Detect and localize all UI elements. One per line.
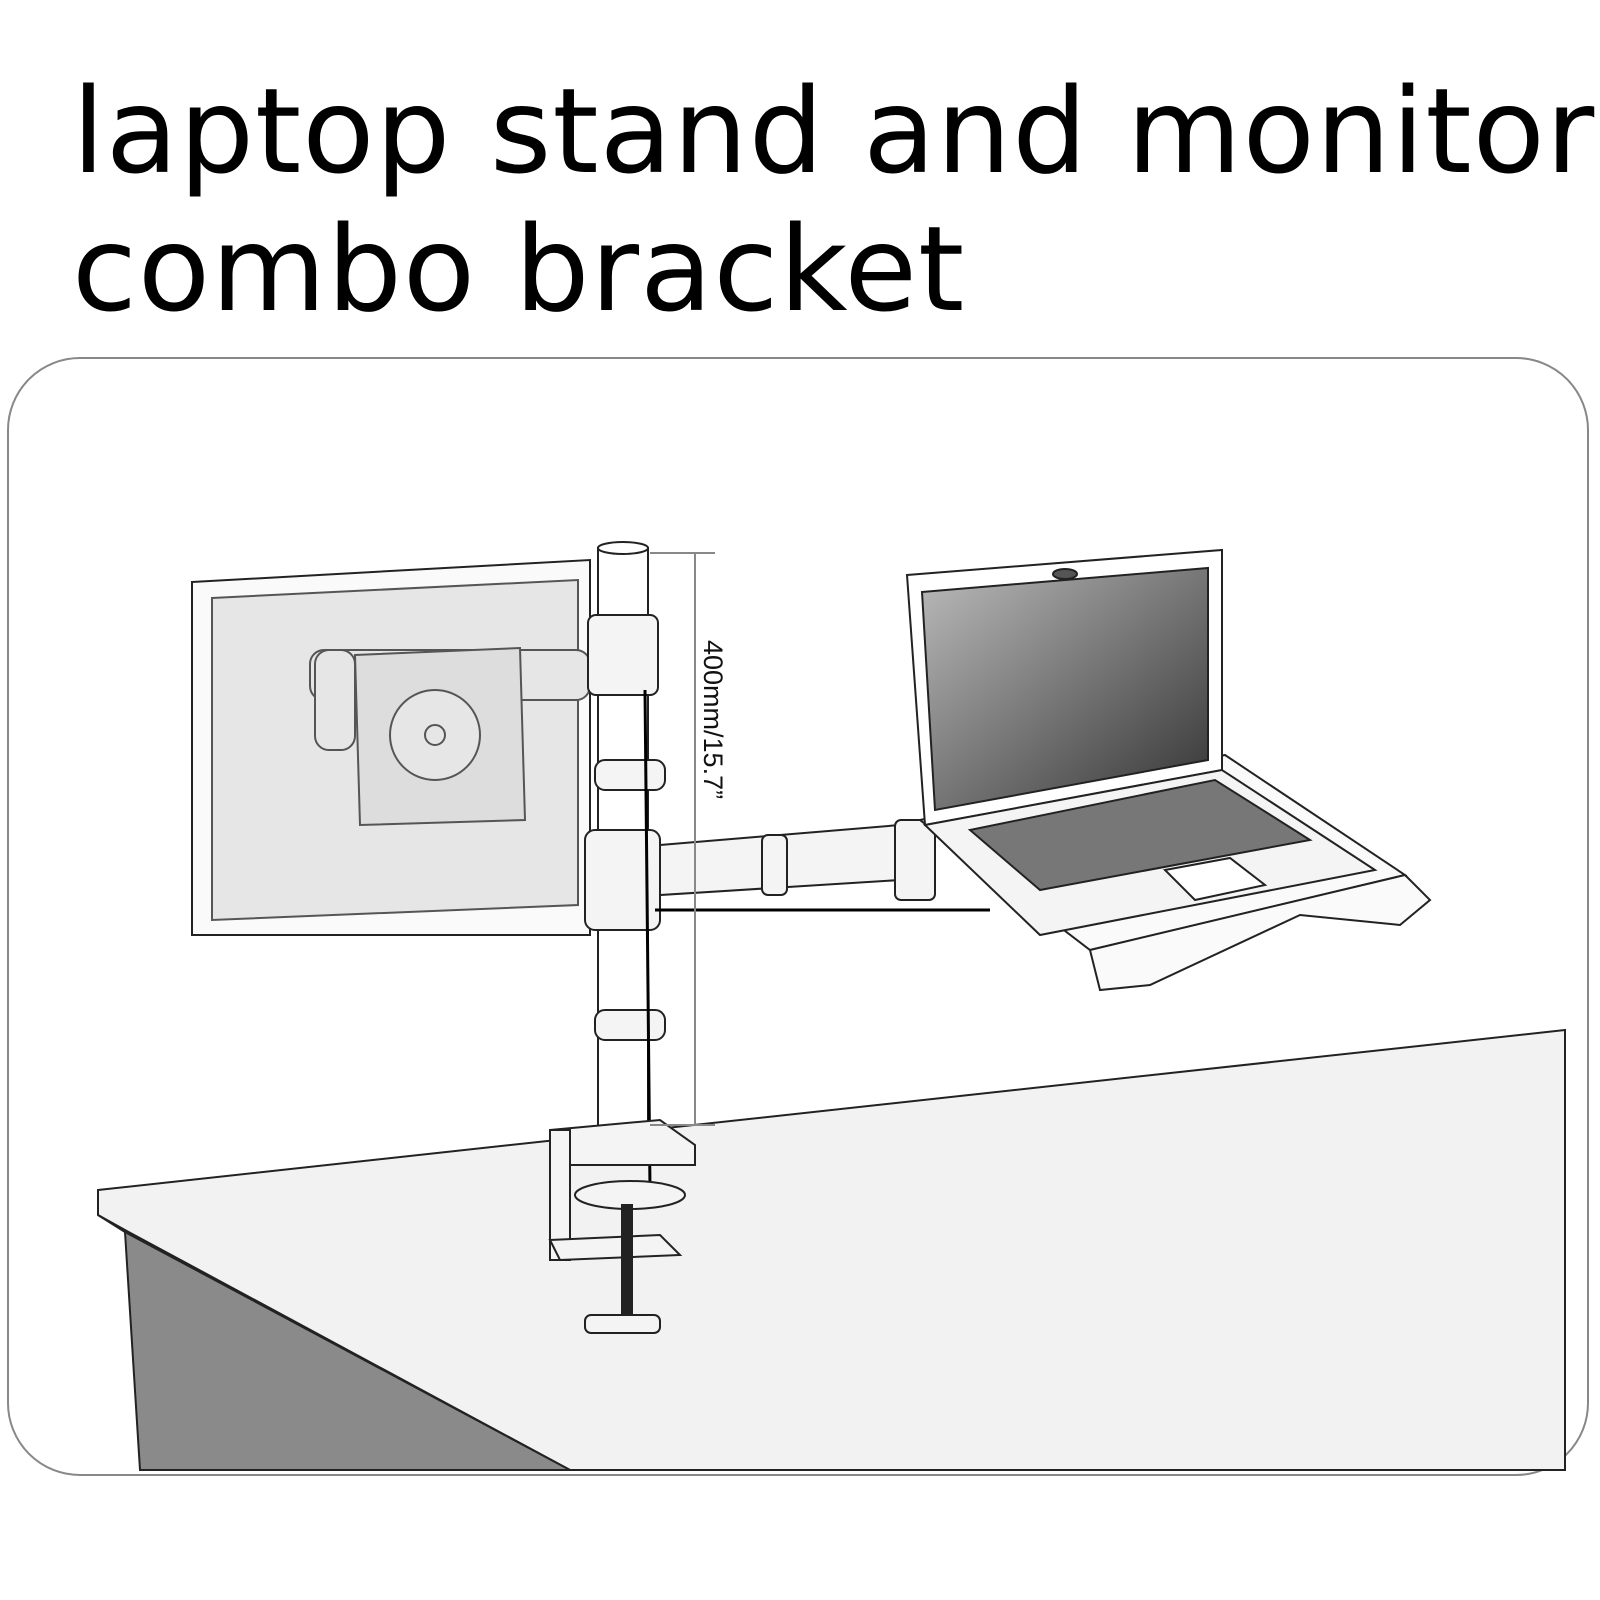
- laptop: [905, 548, 1378, 937]
- laptop-arm: [655, 819, 990, 912]
- monitor-arm: [309, 646, 591, 827]
- title-line-1: laptop stand and monitor: [72, 62, 1596, 200]
- height-dimension: [650, 552, 715, 1126]
- height-dimension-label: 400mm/15.7”: [698, 640, 728, 800]
- desk-clamp: [548, 1118, 696, 1334]
- desk: [97, 1028, 1566, 1471]
- page-title: laptop stand and monitor combo bracket: [72, 62, 1595, 338]
- title-line-2: combo bracket: [72, 200, 966, 338]
